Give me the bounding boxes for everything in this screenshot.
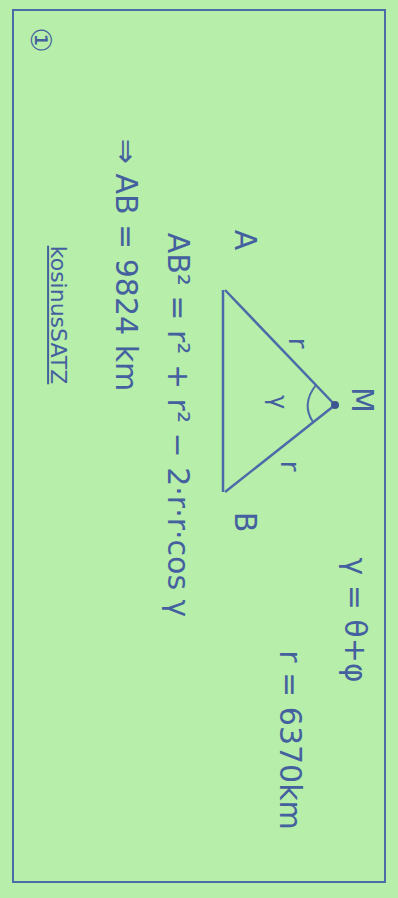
- radius-value: r = 6370km: [274, 650, 307, 830]
- callout-number: ①: [25, 27, 56, 52]
- side-label: r: [276, 461, 305, 472]
- side-ma: [225, 290, 335, 405]
- point-label: M: [346, 387, 379, 413]
- frame-border: [13, 10, 385, 882]
- center-dot: [331, 401, 339, 409]
- point-label: B: [229, 512, 262, 533]
- side-label: r: [284, 338, 313, 349]
- equation: AB² = r² + r² − 2·r·r·cos γ: [162, 233, 195, 618]
- side-mb: [225, 405, 335, 492]
- angle-arc: [308, 385, 316, 422]
- result: ⇒ AB = 9824 km: [110, 139, 143, 391]
- theorem-note: kosinusSATZ: [46, 246, 70, 385]
- side-ab: [222, 290, 225, 492]
- point-label: A: [229, 230, 262, 251]
- angle-label: γ: [265, 395, 291, 409]
- equation: γ = θ+φ: [339, 557, 372, 682]
